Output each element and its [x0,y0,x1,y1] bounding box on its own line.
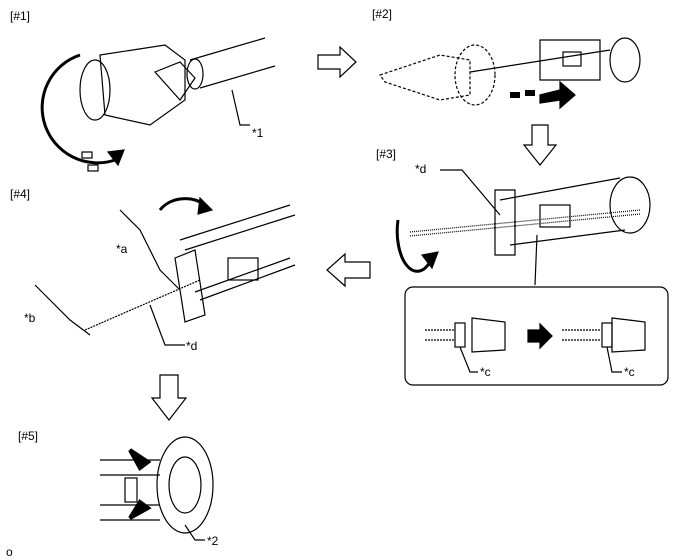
callout-c-left: *c [480,365,491,379]
flow-arrow-left [326,252,371,288]
callout-d-step3: *d [415,162,427,176]
callout-a: *a [116,242,128,256]
step-3-label: [#3] [376,147,397,161]
flow-arrow-down-2 [150,374,188,421]
callout-c-right: *c [624,365,635,379]
flow-arrow-down [522,124,558,166]
flow-arrow-right [317,45,357,79]
callout-b: *b [24,311,36,325]
callout-d-step4: *d [186,339,198,353]
step-1-label: [#1] [10,9,31,23]
step1-drawing [40,37,276,172]
step-5-label: [#5] [18,429,39,443]
callout-1: *1 [252,126,264,140]
step4-drawing [34,196,296,346]
step5-drawing [100,436,214,541]
step-2-label: [#2] [372,7,393,21]
callout-2: *2 [207,534,219,548]
step2-drawing [379,37,641,110]
figure-code: o [6,545,13,559]
step-4-label: [#4] [10,187,31,201]
inset-drawing [425,317,646,373]
detail-inset [404,286,669,386]
step3-drawing [395,169,651,286]
